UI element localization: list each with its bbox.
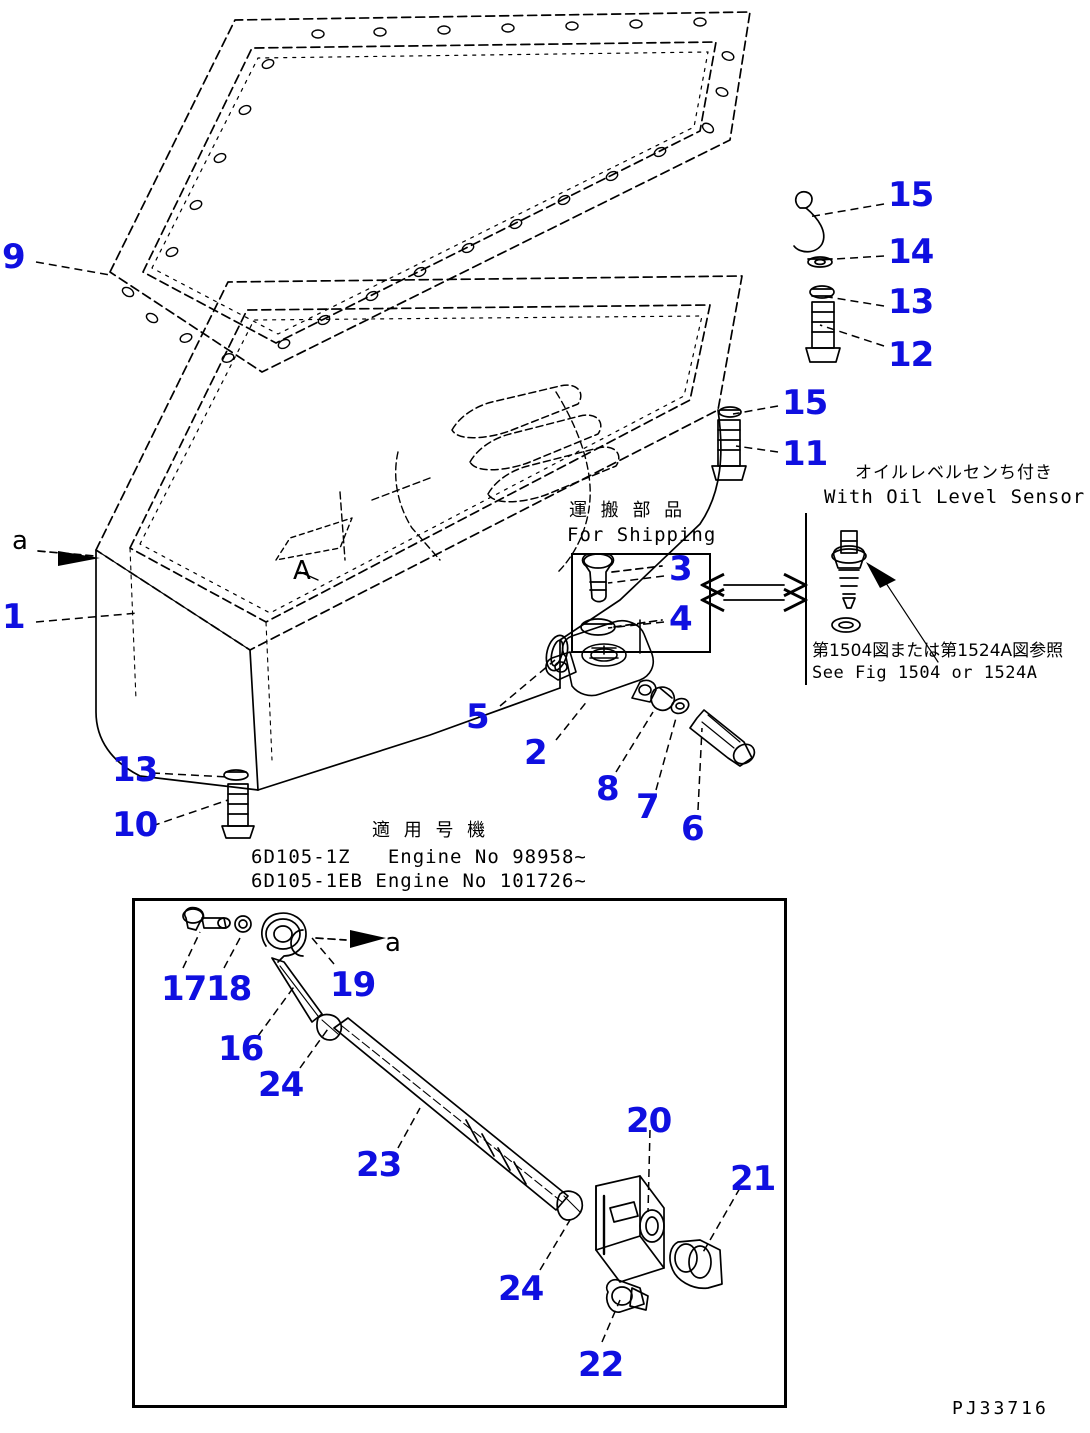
leader-line-2	[555, 699, 589, 741]
section-mark-a-0: a	[12, 526, 29, 556]
callout-9: 9	[2, 237, 26, 277]
leader-line-7	[655, 717, 677, 791]
section-mark-a-2: a	[385, 928, 402, 958]
callout-4: 4	[669, 599, 693, 639]
callout-13: 13	[112, 750, 158, 790]
callout-6: 6	[681, 809, 705, 849]
oil-pan-sump-contour	[339, 391, 591, 573]
callout-24: 24	[258, 1065, 304, 1105]
callout-8: 8	[596, 769, 620, 809]
callout-14: 14	[888, 232, 934, 272]
callout-10: 10	[112, 805, 158, 845]
leader-line-11	[735, 445, 779, 453]
leader-line-13	[821, 295, 885, 307]
leader-line-12	[819, 324, 885, 347]
leader-line-9	[35, 261, 111, 276]
drain-plug-6	[689, 709, 756, 767]
leader-line-6	[697, 727, 703, 811]
callout-5: 5	[466, 697, 490, 737]
oil-level-sensor-en-label: With Oil Level Sensor	[824, 486, 1086, 508]
exchange-double-arrow	[724, 585, 784, 600]
bolt-assembly-top-right	[793, 191, 841, 363]
callout-22: 22	[578, 1345, 624, 1385]
applicable-jp-label: 適 用 号 機	[372, 820, 490, 841]
leader-line-15	[807, 203, 885, 218]
callout-15: 15	[782, 383, 828, 423]
callout-24: 24	[498, 1269, 544, 1309]
callout-23: 23	[356, 1145, 402, 1185]
sensor-ref-en-label: See Fig 1504 or 1524A	[812, 663, 1038, 683]
leader-line-5	[499, 659, 556, 707]
section-a-arrow-left	[37, 550, 100, 566]
leader-line-15	[732, 405, 779, 415]
callout-21: 21	[730, 1159, 776, 1199]
retainer-clip-8	[650, 686, 676, 712]
callout-1: 1	[2, 597, 26, 637]
applicable-line1: 6D105-1Z Engine No 98958~	[251, 846, 587, 868]
sensor-box-left-rule	[805, 513, 807, 685]
oil-pan-ribs	[451, 384, 620, 503]
applicable-underline	[132, 898, 787, 901]
callout-2: 2	[524, 733, 548, 773]
callout-11: 11	[782, 434, 828, 474]
gasket-bolt-holes	[121, 17, 735, 363]
callout-13: 13	[888, 282, 934, 322]
bolt-assembly-mid-right	[711, 406, 747, 481]
drawing-number: PJ33716	[952, 1398, 1049, 1419]
for-shipping-en-label: For Shipping	[567, 524, 717, 546]
for-shipping-jp-label: 運 搬 部 品	[569, 500, 687, 521]
callout-19: 19	[330, 965, 376, 1005]
callout-12: 12	[888, 335, 934, 375]
bolt-assembly-lower-left	[221, 769, 255, 839]
callout-7: 7	[636, 787, 660, 827]
callout-18: 18	[206, 969, 252, 1009]
drain-gasket-ring	[545, 634, 569, 672]
callout-17: 17	[161, 969, 207, 1009]
leader-line-8	[615, 711, 654, 773]
section-mark-A-1: A	[293, 556, 312, 586]
callout-3: 3	[669, 549, 693, 589]
leader-line-1	[35, 612, 139, 623]
leader-line-10	[151, 799, 229, 827]
sensor-ref-jp-label: 第1504図または第1524A図参照	[812, 641, 1064, 661]
leader-line-14	[819, 255, 885, 261]
washer-7	[670, 697, 690, 715]
callout-16: 16	[218, 1029, 264, 1069]
oil-level-sensor-jp-label: オイルレベルセンち付き	[855, 463, 1053, 483]
applicable-line2: 6D105-1EB Engine No 101726~	[251, 870, 587, 892]
oil-pan-gasket-outline	[109, 11, 751, 373]
for-shipping-box	[571, 553, 711, 653]
leader-line-13	[151, 772, 229, 778]
section-a-marks	[275, 517, 353, 581]
callout-15: 15	[888, 175, 934, 215]
callout-20: 20	[626, 1101, 672, 1141]
